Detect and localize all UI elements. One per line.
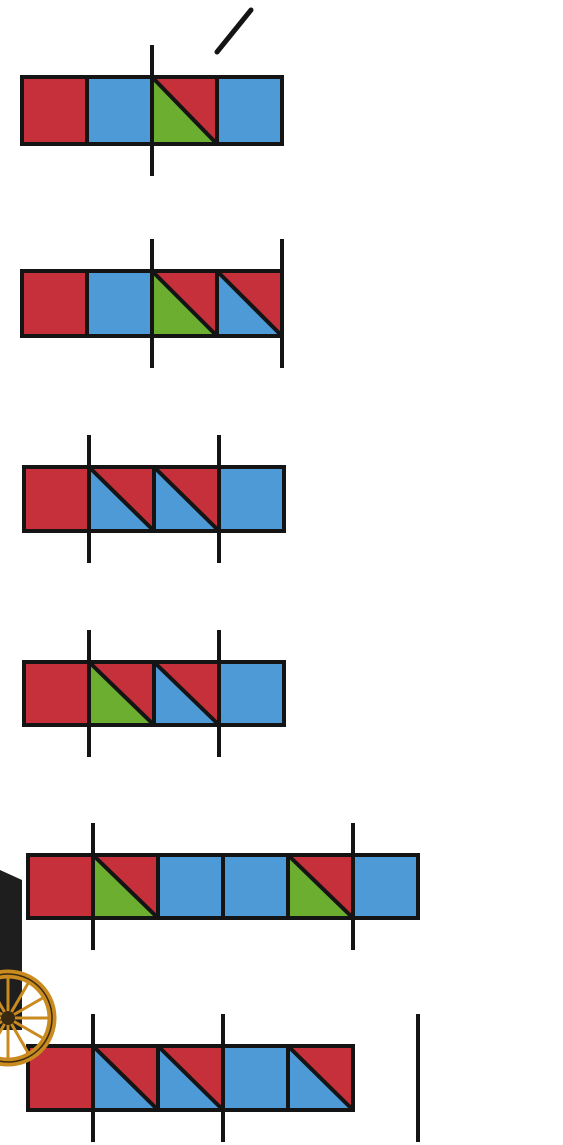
pattern-rows	[22, 45, 418, 1142]
pattern-row-4	[24, 630, 284, 757]
square-tile-blue	[87, 271, 152, 336]
square-tile-blue	[158, 855, 223, 918]
square-tile-blue	[223, 855, 288, 918]
square-tile-red	[24, 662, 89, 725]
pattern-row-3	[24, 435, 284, 563]
square-tile-red	[22, 271, 87, 336]
slash-mark	[217, 10, 251, 52]
pattern-row-2	[22, 239, 282, 368]
square-tile-red	[28, 855, 93, 918]
pattern-row-5	[28, 823, 418, 950]
square-tile-blue	[87, 77, 152, 144]
pattern-row-1	[22, 45, 282, 176]
pattern-row-6	[28, 1014, 418, 1142]
square-tile-blue	[217, 77, 282, 144]
square-tile-blue	[353, 855, 418, 918]
square-tile-blue	[219, 662, 284, 725]
square-tile-blue	[223, 1046, 288, 1110]
square-tile-red	[24, 467, 89, 531]
square-tile-blue	[219, 467, 284, 531]
square-tile-red	[22, 77, 87, 144]
